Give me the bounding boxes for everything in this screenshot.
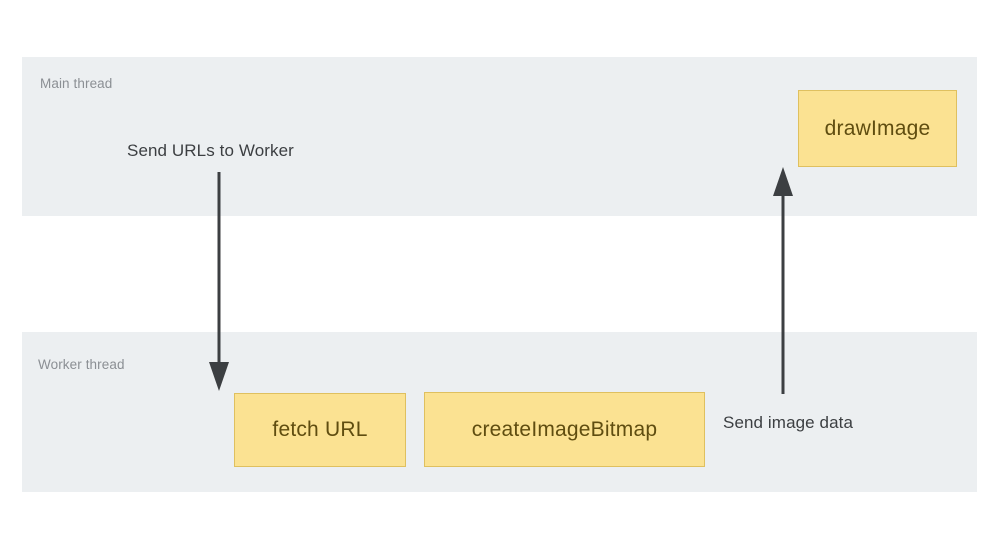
arrow-down-icon [209,172,229,391]
arrow-up-icon [773,167,793,394]
node-fetch-url[interactable]: fetch URL [234,393,406,467]
swimlane-label-main-thread: Main thread [40,76,113,91]
node-drawimage[interactable]: drawImage [798,90,957,167]
edge-label-send-image-data: Send image data [723,413,854,432]
node-create-image-bitmap[interactable]: createImageBitmap [424,392,705,467]
swimlane-label-worker-thread: Worker thread [38,357,125,372]
edge-label-send-urls-to-worker: Send URLs to Worker [127,141,294,160]
